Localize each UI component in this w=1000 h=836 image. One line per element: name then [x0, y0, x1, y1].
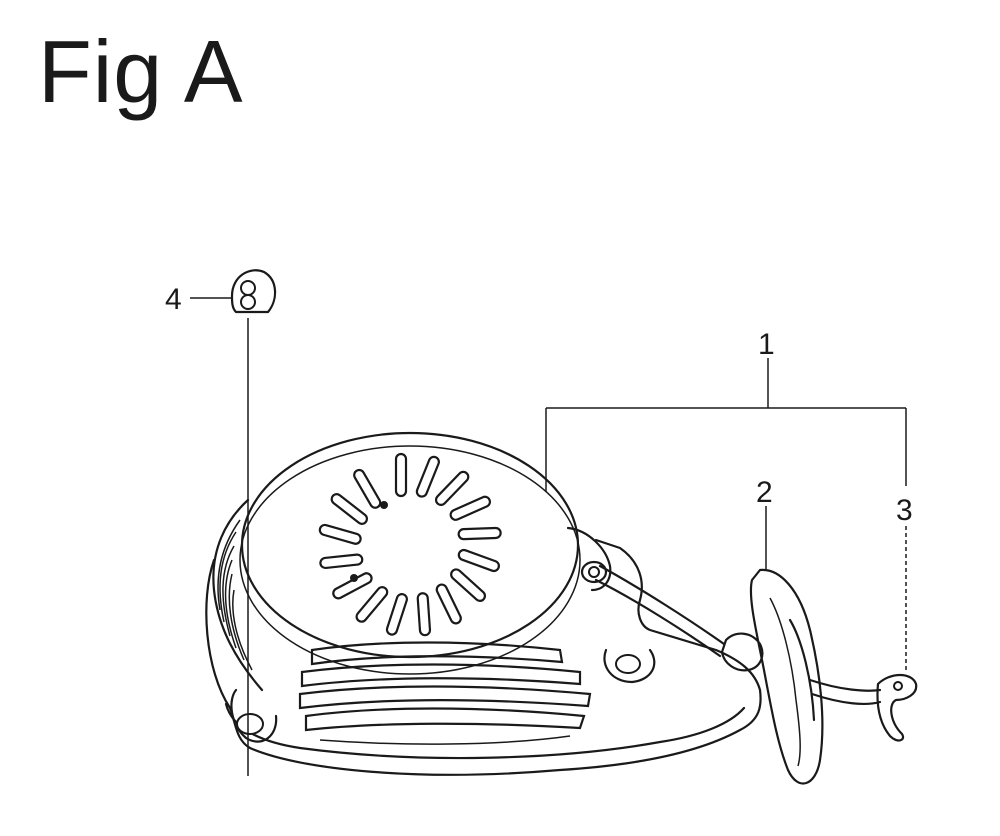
figure-title: Fig A: [38, 22, 244, 121]
callout-3: 3: [896, 494, 913, 527]
rope-guide: [566, 526, 612, 592]
starter-housing-flange: [205, 538, 762, 776]
starter-top-cover: [239, 431, 581, 675]
pull-rope: [594, 564, 726, 658]
mount-hole-right: [615, 654, 641, 674]
callout-2: 2: [756, 476, 773, 509]
callout-1: 1: [758, 328, 775, 361]
leader-lines: [190, 297, 907, 776]
starter-housing-fins: [212, 498, 592, 745]
rope-retainer-icon: [876, 673, 918, 742]
nut-icon: [230, 269, 277, 314]
mount-hole-left: [236, 713, 264, 735]
cover-rivet: [350, 574, 358, 582]
cover-rivet: [380, 501, 388, 509]
starter-grip-handle-icon: [720, 568, 882, 785]
callout-4: 4: [165, 283, 182, 316]
vent-slots: [318, 452, 502, 637]
